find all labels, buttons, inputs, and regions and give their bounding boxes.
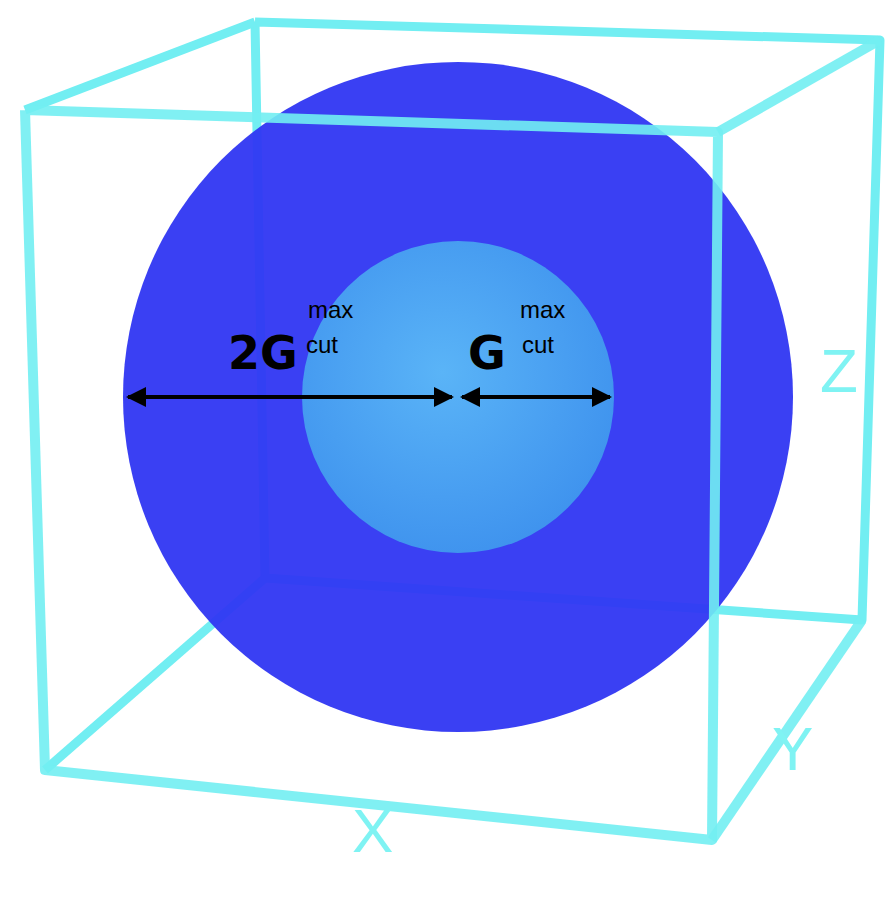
axis-label: Z <box>820 340 858 402</box>
dimension-arrows <box>128 395 610 399</box>
axis-label: Y <box>772 718 813 780</box>
superscript: max <box>520 298 565 322</box>
subscript: cut <box>306 333 338 357</box>
cube-front-edges <box>25 40 880 840</box>
dimension-label: G <box>468 330 506 376</box>
cube-back-edges <box>25 22 880 770</box>
outer-sphere <box>123 62 793 732</box>
subscript: cut <box>522 333 554 357</box>
superscript: max <box>308 298 353 322</box>
axis-label: X <box>352 800 393 862</box>
dimension-label: 2G <box>228 330 298 376</box>
